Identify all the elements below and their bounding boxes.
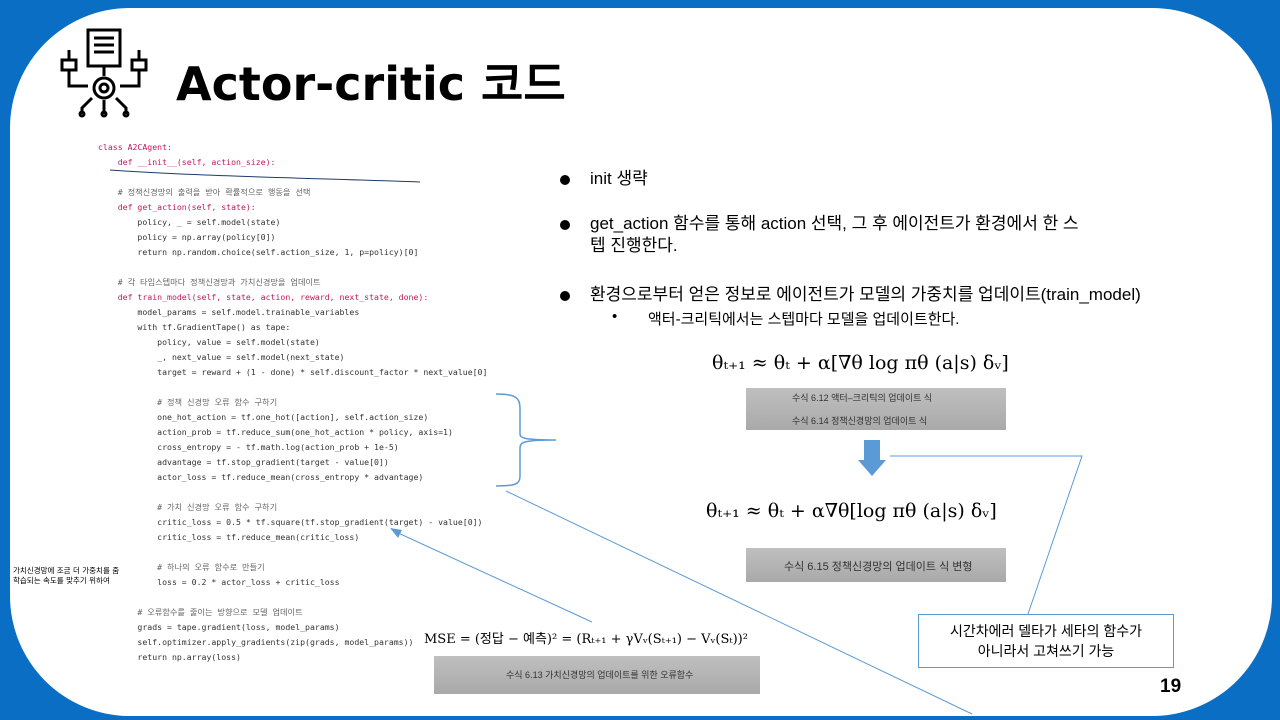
connector-line <box>505 490 973 715</box>
code-line: # 오류함수를 줄이는 방향으로 모델 업데이트 <box>98 607 303 617</box>
code-line: def get_action(self, state): <box>98 202 256 212</box>
code-line: policy = np.array(policy[0]) <box>98 232 276 242</box>
side-note-line: 가치신경망에 조금 더 가중치를 줌 <box>13 566 120 575</box>
page-number: 19 <box>1160 676 1182 697</box>
bullet-dot-icon <box>560 291 570 301</box>
book-excerpt-photo: 수식 6.15 정책신경망의 업데이트 식 변형 <box>746 548 1006 582</box>
code-line: actor_loss = tf.reduce_mean(cross_entrop… <box>98 472 424 482</box>
code-line: self.optimizer.apply_gradients(zip(grads… <box>98 637 414 647</box>
sub-bullet-marker: • <box>612 308 618 325</box>
photo-caption: 수식 6.12 액터–크리틱의 업데이트 식 <box>792 393 933 403</box>
code-line: return np.random.choice(self.action_size… <box>98 247 419 257</box>
code-line: grads = tape.gradient(loss, model_params… <box>98 622 340 632</box>
book-excerpt-photo: 수식 6.12 액터–크리틱의 업데이트 식 수식 6.14 정책신경망의 업데… <box>746 388 1006 430</box>
code-line: loss = 0.2 * actor_loss + critic_loss <box>98 577 340 587</box>
code-line: advantage = tf.stop_gradient(target - va… <box>98 457 389 467</box>
curly-brace <box>495 393 557 487</box>
bullet-text: 환경으로부터 얻은 정보로 에이전트가 모델의 가중치를 업데이트(train_… <box>590 285 1141 304</box>
code-line: # 하나의 오류 함수로 만들기 <box>98 562 265 572</box>
bullet-text: init 생략 <box>590 169 648 188</box>
callout-line <box>890 455 1083 615</box>
code-line: class A2CAgent: <box>98 142 172 152</box>
code-line: policy, value = self.model(state) <box>98 337 320 347</box>
down-arrow-shaft <box>864 440 880 460</box>
code-line: policy, _ = self.model(state) <box>98 217 281 227</box>
photo-caption: 수식 6.15 정책신경망의 업데이트 식 변형 <box>784 561 973 573</box>
book-excerpt-photo: 수식 6.13 가치신경망의 업데이트를 위한 오류함수 <box>434 656 760 694</box>
code-line: model_params = self.model.trainable_vari… <box>98 307 360 317</box>
note-box-line: 아니라서 고쳐쓰기 가능 <box>977 643 1115 659</box>
code-line: return np.array(loss) <box>98 652 241 662</box>
code-line: action_prob = tf.reduce_sum(one_hot_acti… <box>98 427 453 437</box>
annotation-lines <box>109 169 1083 715</box>
down-arrow-icon <box>858 460 886 476</box>
mse-formula: MSE = (정답 − 예측)² = (Rₜ₊₁ + γVᵥ(Sₜ₊₁) − V… <box>424 632 748 647</box>
code-line: # 정책 신경망 오류 함수 구하기 <box>98 397 278 407</box>
formula-policy-update-variant: θₜ₊₁ ≈ θₜ + α∇θ[log πθ (a|s) δᵥ] <box>706 500 997 522</box>
bullet-dot-icon <box>560 175 570 185</box>
page-title: Actor-critic 코드 <box>176 57 566 111</box>
arrowhead-icon <box>390 528 402 538</box>
code-line: def train_model(self, state, action, rew… <box>98 292 429 302</box>
code-line: critic_loss = 0.5 * tf.square(tf.stop_gr… <box>98 517 483 527</box>
formula-actor-critic-update: θₜ₊₁ ≈ θₜ + α[∇θ log πθ (a|s) δᵥ] <box>712 352 1009 374</box>
photo-caption: 수식 6.13 가치신경망의 업데이트를 위한 오류함수 <box>506 670 694 680</box>
note-box-line: 시간차에러 델타가 세타의 함수가 <box>950 623 1142 639</box>
code-line: # 가치 신경망 오류 함수 구하기 <box>98 502 278 512</box>
code-line: # 정책신경망의 출력을 받아 확률적으로 행동을 선택 <box>98 187 311 197</box>
process-gear-icon <box>60 28 148 118</box>
code-line: with tf.GradientTape() as tape: <box>98 322 291 332</box>
code-line: # 각 타임스텝마다 정책신경망과 가치신경망을 업데이트 <box>98 277 321 287</box>
side-note-line: 학습되는 속도를 맞추기 위하여 <box>13 576 110 585</box>
bullet-dot-icon <box>560 220 570 230</box>
photo-caption: 수식 6.14 정책신경망의 업데이트 식 <box>792 416 928 426</box>
slide: Actor-critic 코드 class A2CAgent: def __in… <box>10 8 1272 716</box>
sub-bullet-text: 액터-크리틱에서는 스텝마다 모델을 업데이트한다. <box>648 311 960 328</box>
code-line: cross_entropy = - tf.math.log(action_pro… <box>98 442 399 452</box>
bullet-text: get_action 함수를 통해 action 선택, 그 후 에이전트가 환… <box>590 214 1079 255</box>
code-line: def __init__(self, action_size): <box>98 157 276 167</box>
code-line: critic_loss = tf.reduce_mean(critic_loss… <box>98 532 360 542</box>
code-line: target = reward + (1 - done) * self.disc… <box>98 367 488 377</box>
underline-stroke <box>109 169 421 183</box>
connector-line <box>395 531 593 623</box>
code-line: one_hot_action = tf.one_hot([action], se… <box>98 412 429 422</box>
code-line: _, next_value = self.model(next_state) <box>98 352 345 362</box>
